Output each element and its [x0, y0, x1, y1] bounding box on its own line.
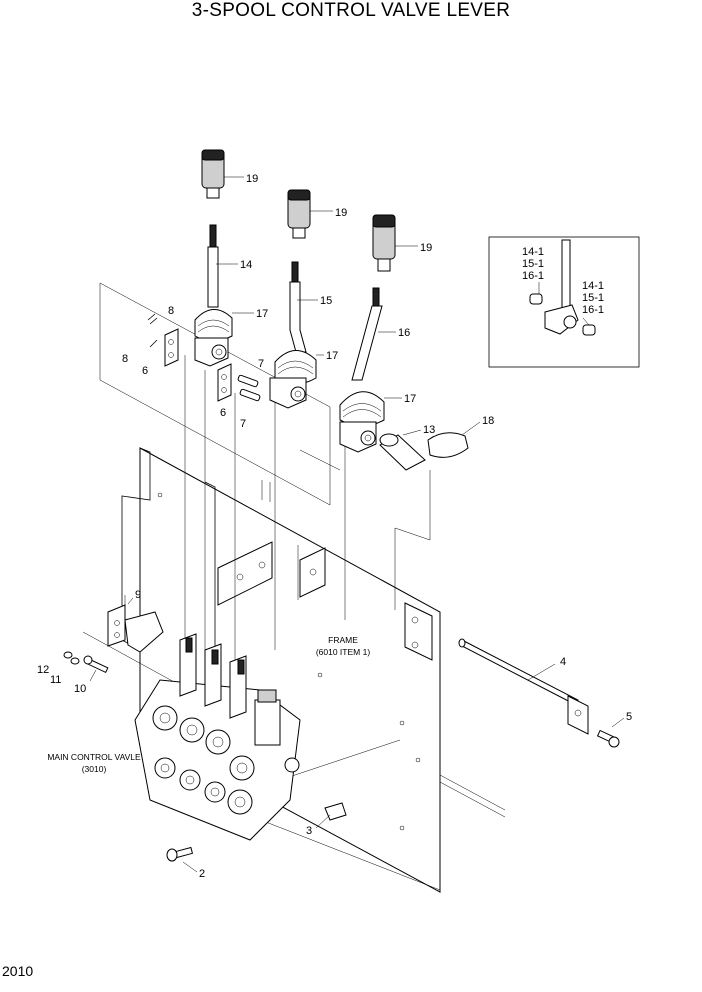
cap-18 — [427, 432, 469, 458]
frame-note-line2: (6010 ITEM 1) — [316, 647, 370, 657]
inset-callout-right-1: 14-1 — [582, 280, 604, 292]
lever-base-2 — [269, 377, 307, 409]
callout-7-upper: 7 — [258, 358, 264, 370]
washers-11-12 — [63, 651, 80, 665]
callout-4: 4 — [560, 656, 566, 668]
frame-note-line1: FRAME — [328, 635, 358, 645]
callout-8-lower: 8 — [122, 353, 128, 365]
bracket-9 — [107, 604, 164, 653]
lever-rod-14 — [207, 224, 219, 308]
bolt-5 — [596, 729, 620, 748]
callout-3: 3 — [306, 825, 312, 837]
lever-base-1 — [194, 337, 229, 367]
side-bracket — [404, 602, 433, 661]
callout-19-middle: 19 — [335, 207, 347, 219]
callout-10: 10 — [74, 683, 86, 695]
callout-9: 9 — [135, 589, 141, 601]
valve-note-line2: (3010) — [82, 764, 107, 774]
callout-15: 15 — [320, 295, 332, 307]
lever-knob-2 — [287, 189, 311, 239]
callout-2: 2 — [199, 868, 205, 880]
inset-callout-left-2: 15-1 — [522, 258, 544, 270]
callout-11: 11 — [50, 674, 61, 686]
inset-callout-right-3: 16-1 — [582, 304, 604, 316]
inset-callout-left-3: 16-1 — [522, 270, 544, 282]
callout-leaders — [89, 176, 625, 873]
tie-rod — [458, 638, 589, 735]
page-title: 3-SPOOL CONTROL VALVE LEVER — [191, 0, 511, 21]
callout-17-middle: 17 — [326, 350, 338, 362]
sleeve-13 — [379, 433, 426, 471]
lever-rod-15 — [289, 261, 307, 353]
lever-bracket — [217, 541, 326, 606]
callout-6-right: 6 — [220, 407, 226, 419]
inset-callout-left-1: 14-1 — [522, 246, 544, 258]
lever-knob-3 — [372, 214, 396, 272]
callout-5: 5 — [626, 711, 632, 723]
lever-rod-16 — [351, 287, 383, 381]
callout-19-left: 19 — [246, 173, 258, 185]
inset-callout-right-2: 15-1 — [582, 292, 604, 304]
bolt-2 — [166, 846, 194, 862]
callout-14: 14 — [240, 259, 252, 271]
callout-16: 16 — [398, 327, 410, 339]
callout-8-upper: 8 — [168, 305, 174, 317]
callout-17-left: 17 — [256, 308, 268, 320]
callout-17-right: 17 — [404, 393, 416, 405]
pin-plate-6a — [164, 328, 179, 367]
callout-6-left: 6 — [142, 365, 148, 377]
callout-12: 12 — [37, 664, 49, 676]
lever-boot-1 — [194, 309, 233, 342]
split-pins-8 — [147, 313, 158, 348]
pin-plate-6b — [217, 363, 232, 402]
lever-knob-1 — [201, 149, 225, 199]
notes: FRAME (6010 ITEM 1) MAIN CONTROL VAVLE (… — [47, 635, 370, 774]
page-number: 2010 — [2, 963, 34, 979]
callout-7-lower: 7 — [240, 418, 246, 430]
callout-18: 18 — [482, 415, 494, 427]
callout-13: 13 — [423, 424, 435, 436]
main-control-valve — [134, 633, 301, 841]
valve-note-line1: MAIN CONTROL VAVLE — [47, 752, 141, 762]
inset-detail — [488, 236, 640, 368]
lever-base-3 — [339, 421, 377, 453]
bolt-10 — [83, 655, 109, 674]
pins-7 — [237, 374, 261, 402]
frame-plate — [121, 447, 506, 893]
fitting-3 — [324, 802, 347, 821]
leader-lines — [82, 282, 441, 891]
callouts: 19 19 19 14 15 16 17 17 17 8 8 6 6 7 7 1… — [37, 173, 632, 880]
lever-boot-3 — [339, 391, 385, 427]
callout-19-right: 19 — [420, 242, 432, 254]
